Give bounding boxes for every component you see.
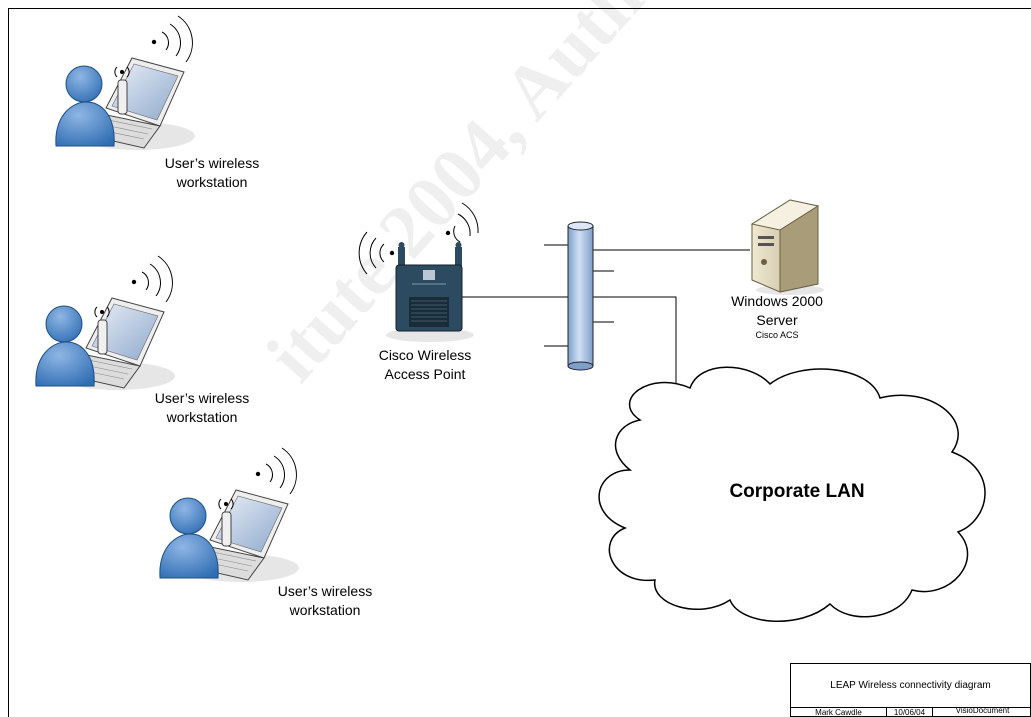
network-backbone bbox=[567, 221, 594, 371]
access-point-label-line-1: Cisco Wireless bbox=[378, 347, 472, 363]
title-block-date: 10/06/04 bbox=[887, 707, 933, 717]
server-label: Windows 2000 Server Cisco ACS bbox=[731, 292, 823, 341]
workstation-2-label: User’s wireless workstation bbox=[155, 389, 249, 427]
workstation-3-label: User’s wireless workstation bbox=[278, 582, 372, 620]
workstation-1-label-line-1: User’s wireless bbox=[164, 155, 260, 171]
corporate-lan-label: Corporate LAN bbox=[729, 481, 865, 502]
wireless-workstation-1 bbox=[55, 15, 196, 151]
access-point-label: Cisco Wireless Access Point bbox=[379, 346, 472, 384]
workstation-1-label-line-2: workstation bbox=[176, 174, 248, 190]
workstation-3-label-line-2: workstation bbox=[289, 602, 361, 618]
connection-lines bbox=[462, 244, 750, 392]
title-block-title: LEAP Wireless connectivity diagram bbox=[791, 664, 1030, 708]
page-border bbox=[8, 8, 1031, 717]
title-block-document: VisioDocument bbox=[955, 707, 1010, 715]
access-point-label-line-2: Access Point bbox=[384, 366, 466, 382]
access-point-device bbox=[386, 242, 474, 342]
wireless-workstation-3 bbox=[159, 447, 300, 583]
title-block: LEAP Wireless connectivity diagram Mark … bbox=[790, 663, 1031, 717]
wireless-workstation-2 bbox=[35, 255, 176, 391]
corporate-lan-cloud bbox=[598, 366, 986, 622]
backbone-to-lan-link bbox=[593, 296, 677, 392]
server-tower bbox=[750, 199, 824, 295]
workstation-2-label-line-2: workstation bbox=[166, 409, 238, 425]
workstation-3-label-line-1: User’s wireless bbox=[277, 583, 373, 599]
workstation-1-label: User’s wireless workstation bbox=[165, 154, 259, 192]
workstation-2-label-line-1: User’s wireless bbox=[154, 390, 250, 406]
ap-signal-waves bbox=[358, 202, 479, 275]
server-sublabel: Cisco ACS bbox=[755, 330, 799, 340]
server-label-line-2: Server bbox=[756, 312, 798, 328]
server-label-line-1: Windows 2000 bbox=[731, 293, 823, 309]
title-block-author: Mark Cawdle bbox=[791, 707, 887, 717]
